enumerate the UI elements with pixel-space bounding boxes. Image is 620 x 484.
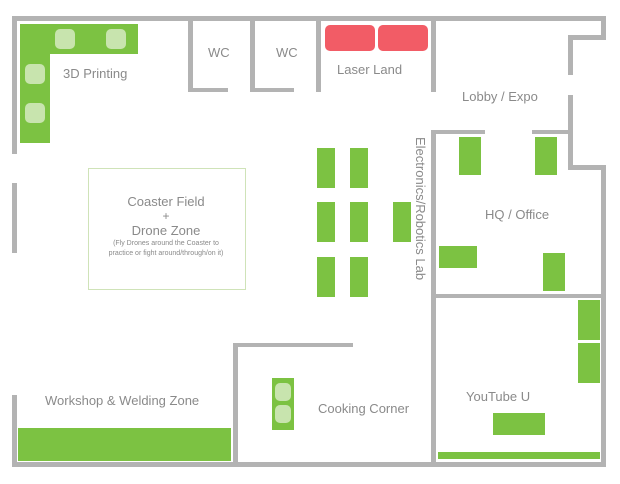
outer-wall-right-top (601, 16, 606, 40)
room-label-wc-right: WC (276, 45, 298, 60)
electronics-bench (393, 202, 411, 242)
hq-wall-top-right (532, 130, 573, 134)
wc-wall-2 (250, 16, 255, 92)
wc-wall-1 (188, 16, 193, 92)
coaster-note-line2: practice or fight around/through/on it) (108, 250, 224, 257)
cooking-wall-top (233, 343, 353, 347)
printer-seat (106, 29, 126, 49)
hq-desk (535, 137, 557, 175)
room-label-wc-left: WC (208, 45, 230, 60)
burner (275, 383, 291, 401)
cooking-wall-left (233, 343, 238, 467)
electronics-table (317, 202, 335, 242)
laser-cutter (378, 25, 428, 51)
coaster-title-line1: Coaster Field (127, 194, 205, 209)
printer-seat (25, 64, 45, 84)
outer-wall-bottom (12, 462, 606, 467)
outer-wall-top (12, 16, 606, 21)
hq-wall-bottom (431, 294, 606, 298)
hq-desk (439, 246, 477, 268)
burner (275, 405, 291, 423)
printer-seat (25, 103, 45, 123)
wc-wall-3 (316, 16, 321, 92)
laser-cutter (325, 25, 375, 51)
room-label-youtube-u: YouTube U (466, 389, 531, 404)
outer-wall-right-step2 (568, 165, 606, 170)
outer-wall-left-mid (12, 183, 17, 253)
room-label-laser-land: Laser Land (337, 62, 403, 77)
electronics-table (350, 257, 368, 297)
hq-wall-top-left (431, 130, 485, 134)
electronics-wall (431, 130, 436, 467)
room-label-lobby-expo: Lobby / Expo (462, 89, 538, 104)
youtube-strip (438, 452, 600, 459)
workshop-bench (18, 428, 231, 461)
electronics-table (350, 202, 368, 242)
room-label-workshop: Workshop & Welding Zone (45, 393, 200, 408)
coaster-field-text: Coaster Field + Drone Zone (Fly Drones a… (88, 194, 244, 259)
hq-desk (543, 253, 565, 291)
room-label-3d-printing: 3D Printing (63, 66, 128, 81)
youtube-shelf (578, 300, 600, 340)
outer-wall-right-inner (568, 35, 573, 75)
laser-lobby-wall-upper (431, 16, 436, 92)
coaster-title-line2: Drone Zone (131, 223, 201, 238)
wc-wall-1-foot (188, 88, 228, 92)
hq-desk (459, 137, 481, 175)
coaster-note-line1: (Fly Drones around the Coaster to (113, 240, 219, 247)
room-label-cooking-corner: Cooking Corner (318, 401, 410, 416)
youtube-table (493, 413, 545, 435)
outer-wall-left-upper (12, 16, 17, 154)
printer-seat (55, 29, 75, 49)
outer-wall-right-step (568, 35, 606, 40)
wc-wall-2-foot (250, 88, 294, 92)
electronics-table (350, 148, 368, 188)
coaster-field-zone (88, 168, 246, 290)
outer-wall-left-lower (12, 395, 17, 467)
electronics-table (317, 257, 335, 297)
outer-wall-right-lower (601, 165, 606, 467)
electronics-table (317, 148, 335, 188)
room-label-electronics-lab: Electronics/Robotics Lab (413, 137, 428, 281)
youtube-shelf (578, 343, 600, 383)
coaster-plus: + (162, 209, 170, 223)
room-label-hq-office: HQ / Office (485, 207, 550, 222)
